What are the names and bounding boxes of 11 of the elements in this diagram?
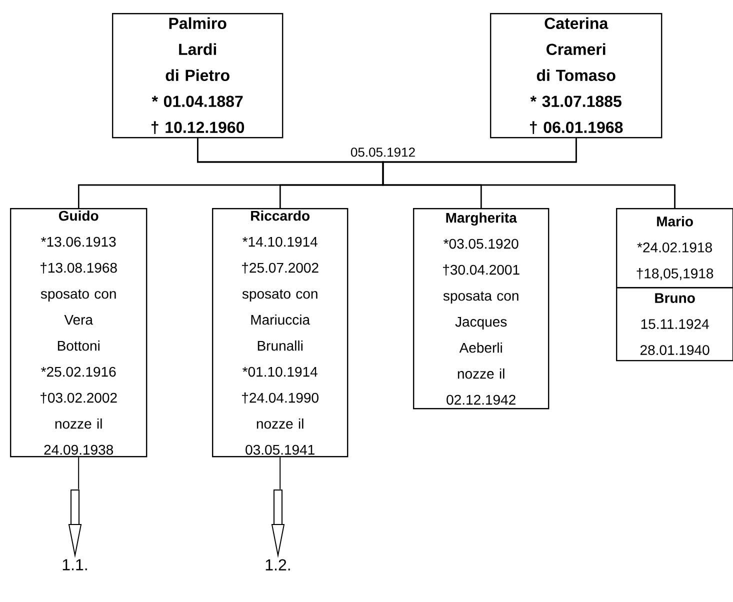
person-box: Palmiro Lardi di Pietro * 01.04.1887 † 10.12.1960	[112, 13, 284, 138]
person-box: Guido *13.06.1913 †13.08.1968 sposato con Vera Bottoni *25.02.1916 †03.02.2002 nozze il 24.09.1938	[10, 208, 148, 458]
branch-label: 1.1.	[62, 559, 87, 570]
person-box: Bruno 15.11.1924 28.01.1940	[616, 287, 733, 362]
branch-label: 1.2.	[266, 559, 290, 570]
connector-line	[382, 138, 676, 208]
person-box: Caterina Crameri di Tomaso * 31.07.1885 † 06.01.1968	[490, 13, 662, 138]
person-box: Margherita *03.05.1920 †30.04.2001 sposata con Jacques Aeberli nozze il 02.12.1942	[413, 208, 550, 410]
date-label: 05.05.1912	[350, 148, 415, 157]
person-box: Riccardo *14.10.1914 †25.07.2002 sposato con Mariuccia Brunalli *01.10.1914 †24.04.1990 nozze il 03.05.1941	[212, 208, 348, 458]
person-box: Mario *24.02.1918 †18,05,1918	[616, 208, 733, 288]
